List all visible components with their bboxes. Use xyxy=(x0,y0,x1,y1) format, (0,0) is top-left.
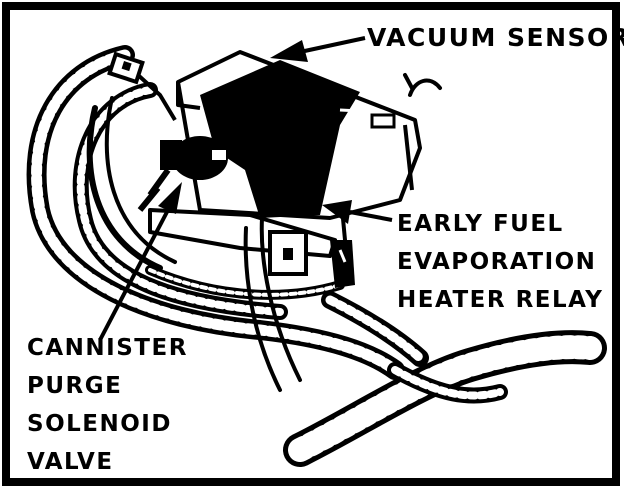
canister-valve-label-line-3: SOLENOID xyxy=(27,411,172,437)
canister-valve-label-line-4: VALVE xyxy=(27,449,114,475)
efe-relay-leader xyxy=(349,210,393,222)
corrugated-hose xyxy=(283,291,607,467)
wiring-harness xyxy=(26,45,405,380)
efe-relay-connector xyxy=(268,230,355,288)
canister-valve-leader xyxy=(98,209,170,341)
connector-plug xyxy=(107,51,177,122)
canister-purge-valve xyxy=(137,136,228,212)
efe-relay-label-line-2: EVAPORATION xyxy=(397,249,597,275)
canister-valve-label-line-1: CANNISTER xyxy=(27,335,188,361)
vacuum-sensor-label: VACUUM SENSOR xyxy=(367,23,624,52)
vacuum-sensor-arrowhead xyxy=(270,40,308,62)
vacuum-sensor-leader xyxy=(299,36,366,54)
canister-valve-label-line-2: PURGE xyxy=(27,373,123,399)
efe-relay-arrowhead xyxy=(322,200,352,224)
sensor-wires xyxy=(243,73,442,392)
canister-valve-arrowhead xyxy=(158,182,182,214)
efe-relay-label-line-1: EARLY FUEL xyxy=(397,211,564,237)
leader-arrows xyxy=(98,36,393,341)
efe-relay-label-line-3: HEATER RELAY xyxy=(397,287,604,313)
vacuum-sensor-unit xyxy=(200,60,396,218)
